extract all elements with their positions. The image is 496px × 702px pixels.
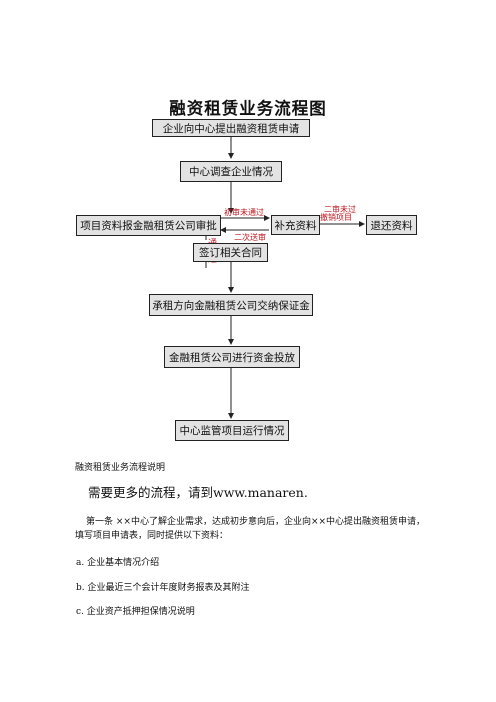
label-cancel-project: 撤销项目 <box>320 213 352 222</box>
flow-step-contract-label: 签订相关合同 <box>199 247 262 259</box>
label-first-review-failed: 初审未通过 <box>224 208 264 217</box>
flow-step-monitor-label: 中心监管项目运行情况 <box>179 425 285 437</box>
flow-step-fund: 金融租赁公司进行资金投放 <box>164 346 300 368</box>
more-processes-link[interactable]: 需要更多的流程，请到www.manaren. <box>88 485 308 500</box>
flow-step-return: 退还资料 <box>366 215 417 235</box>
flow-step-fund-label: 金融租赁公司进行资金投放 <box>169 351 295 364</box>
flow-step-deposit: 承租方向金融租赁公司交纳保证金 <box>149 294 313 316</box>
label-second-review-failed: 二审未过 <box>324 205 356 214</box>
flow-step-return-label: 退还资料 <box>370 219 413 232</box>
flow-step-submit: 项目资料报金融租赁公司审批 <box>76 215 221 236</box>
list-item-a: a. 企业基本情况介绍 <box>76 558 160 568</box>
paragraph-line-2: 填写项目申请表，同时提供以下资料： <box>75 531 229 541</box>
caption: 融资租赁业务流程说明 <box>75 463 166 473</box>
flow-step-submit-label: 项目资料报金融租赁公司审批 <box>80 220 217 232</box>
flow-step-apply-label: 企业向中心提出融资租赁申请 <box>162 122 300 135</box>
flow-step-contract: 签订相关合同 <box>193 243 268 262</box>
flow-step-monitor: 中心监管项目运行情况 <box>175 420 289 441</box>
flow-step-investigate-label: 中心调查企业情况 <box>189 166 273 178</box>
list-item-b: b. 企业最近三个会计年度财务报表及其附注 <box>76 583 250 593</box>
flow-step-deposit-label: 承租方向金融租赁公司交纳保证金 <box>152 299 310 312</box>
label-resubmit: 二次送审 <box>234 233 266 242</box>
flow-step-supplement-label: 补充资料 <box>274 219 317 232</box>
flow-step-apply: 企业向中心提出融资租赁申请 <box>152 119 310 137</box>
page-title: 融资租赁业务流程图 <box>169 99 327 118</box>
list-item-c: c. 企业资产抵押担保情况说明 <box>76 607 195 617</box>
flow-step-investigate: 中心调查企业情况 <box>180 161 282 182</box>
flow-step-supplement: 补充资料 <box>271 215 320 235</box>
paragraph-line-1: 第一条 ××中心了解企业需求，达成初步意向后，企业向××中心提出融资租赁申请， <box>86 517 426 527</box>
